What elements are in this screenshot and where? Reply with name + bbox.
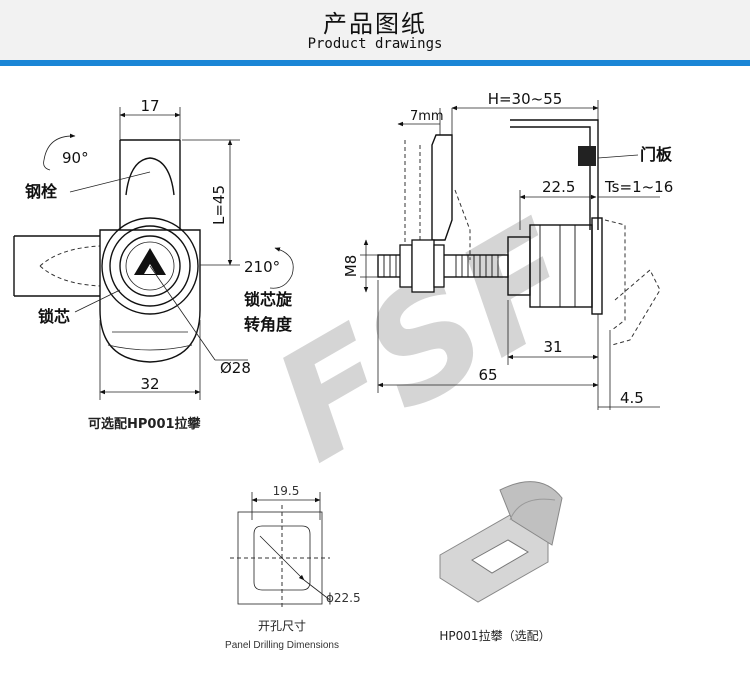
dim-h: H=30~55 xyxy=(488,90,563,108)
page-subtitle: Product drawings xyxy=(307,36,443,52)
label-drilling-cn: 开孔尺寸 xyxy=(258,619,306,633)
label-drilling-en: Panel Drilling Dimensions xyxy=(225,640,339,651)
hp001-handle-illustration: HP001拉攀（选配） xyxy=(439,481,563,643)
header: 产品图纸 Product drawings xyxy=(0,0,750,60)
label-bolt: 钢栓 xyxy=(25,182,58,201)
dim-4-5: 4.5 xyxy=(620,389,644,407)
dim-7mm: 7mm xyxy=(410,109,444,124)
dim-65: 65 xyxy=(478,366,497,384)
label-rotation-2: 转角度 xyxy=(244,315,293,334)
dim-22-5: 22.5 xyxy=(542,178,575,196)
dim-hole-diameter: ϕ22.5 xyxy=(326,591,361,605)
label-rotation-1: 锁芯旋 xyxy=(244,290,293,309)
label-core: 锁芯 xyxy=(38,307,70,326)
technical-drawing: FSF 17 90° 钢栓 xyxy=(13,90,673,651)
dim-l45: L=45 xyxy=(210,185,228,225)
accent-bar xyxy=(0,60,750,66)
page-title: 产品图纸 xyxy=(323,10,427,38)
dim-32: 32 xyxy=(140,375,159,393)
label-accessory: HP001拉攀（选配） xyxy=(439,628,550,643)
dim-d28: Ø28 xyxy=(220,359,251,377)
side-view: 7mm H=30~55 门板 22.5 Ts=1~16 xyxy=(342,90,673,410)
dim-m8: M8 xyxy=(342,255,360,278)
panel-drilling-view: 19.5 ϕ22.5 开孔尺寸 Panel Drilling Dimension… xyxy=(225,484,361,651)
dim-31: 31 xyxy=(543,338,562,356)
rotation-210: 210° xyxy=(244,258,280,276)
dim-19-5: 19.5 xyxy=(273,484,300,498)
label-door-panel: 门板 xyxy=(640,145,673,164)
front-view: 17 90° 钢栓 L=45 210° 锁芯旋 xyxy=(13,97,294,432)
dim-17: 17 xyxy=(140,97,159,115)
note-optional-handle: 可选配HP001拉攀 xyxy=(88,416,202,432)
dim-ts: Ts=1~16 xyxy=(604,178,673,196)
rotation-90: 90° xyxy=(62,149,89,167)
